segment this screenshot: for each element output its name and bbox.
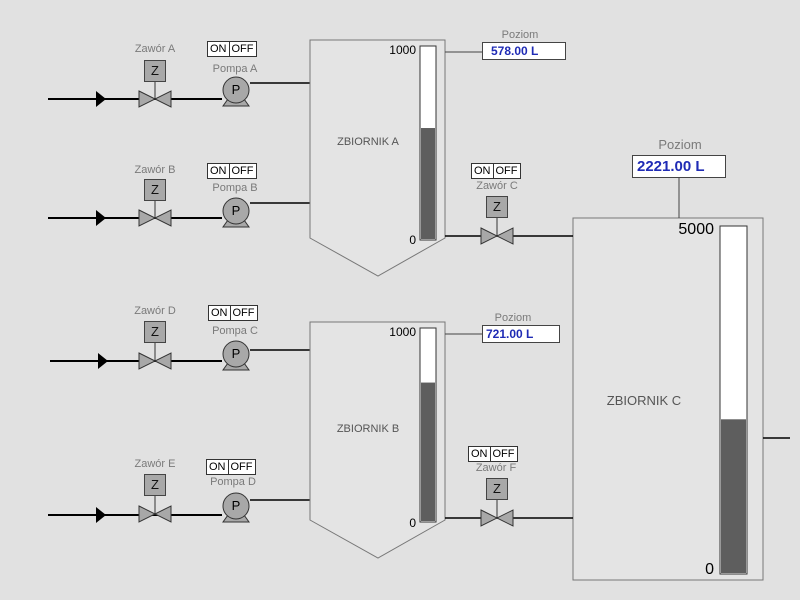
valve-b-actuator[interactable]: Z <box>144 179 166 201</box>
valve-b-body-icon <box>138 200 172 227</box>
valve-f-body-icon <box>480 500 514 527</box>
inlet-pipe-c <box>50 353 222 369</box>
tank-b-level-fill <box>421 382 435 521</box>
tank-c-scale-min: 0 <box>705 561 714 578</box>
inlet-pipe-b <box>48 210 222 226</box>
pump-d-switch: ON OFF <box>206 459 256 475</box>
pump-d-on-button[interactable]: ON <box>207 460 229 474</box>
pump-a-on-button[interactable]: ON <box>208 42 230 56</box>
valve-d-actuator[interactable]: Z <box>144 321 166 343</box>
valve-c-body-icon <box>480 218 514 245</box>
valve-f-on-button[interactable]: ON <box>469 447 491 461</box>
tank-b-name: ZBIORNIK B <box>336 423 400 435</box>
tank-c-level-fill <box>721 419 746 573</box>
tank-b-body <box>309 321 446 559</box>
tank-b-scale-max: 1000 <box>389 325 416 339</box>
valve-e-body-icon <box>138 496 172 523</box>
tank-a-name: ZBIORNIK A <box>337 136 399 148</box>
tank-a-level-value: 578.00 L <box>482 42 566 60</box>
pump-c-off-button[interactable]: OFF <box>232 307 255 319</box>
tank-c-level-title: Poziom <box>658 137 702 152</box>
valve-c-switch: ON OFF <box>471 163 521 179</box>
valve-c-off-button[interactable]: OFF <box>495 165 518 177</box>
valve-d-label: Zawór D <box>134 305 176 317</box>
valve-f-label: Zawór F <box>475 462 517 474</box>
tank-a-scale-min: 0 <box>409 233 416 247</box>
pump-b-icon <box>222 197 250 228</box>
tank-a-level-fill <box>421 128 435 239</box>
valve-f-actuator[interactable]: Z <box>486 478 508 500</box>
pump-b-switch: ON OFF <box>207 163 257 179</box>
valve-e-label: Zawór E <box>134 458 176 470</box>
pump-b-off-button[interactable]: OFF <box>231 165 254 177</box>
tank-b-level-title: Poziom <box>494 312 532 324</box>
valve-c-label: Zawór C <box>476 180 518 192</box>
flow-arrow-icon <box>98 353 108 369</box>
pump-c-on-button[interactable]: ON <box>209 306 231 320</box>
pump-a-letter: P <box>231 82 241 97</box>
valve-a-body-icon <box>138 82 172 108</box>
pump-d-label: Pompa D <box>210 476 256 488</box>
pump-a-label: Pompa A <box>212 63 258 75</box>
tank-c-name: ZBIORNIK C <box>606 393 682 408</box>
pump-d-icon <box>222 492 250 523</box>
pump-c-letter: P <box>231 346 241 361</box>
pump-d-letter: P <box>231 498 241 513</box>
valve-a-label: Zawór A <box>134 43 176 55</box>
valve-f-off-button[interactable]: OFF <box>492 448 515 460</box>
tank-a-body <box>309 39 446 277</box>
inlet-pipe-a <box>48 91 222 107</box>
flow-arrow-icon <box>96 91 106 107</box>
pump-b-label: Pompa B <box>212 182 258 194</box>
pump-c-label: Pompa C <box>212 325 258 337</box>
valve-e-actuator[interactable]: Z <box>144 474 166 496</box>
valve-d-body-icon <box>138 343 172 370</box>
inlet-pipe-d <box>48 507 222 523</box>
pump-d-off-button[interactable]: OFF <box>230 461 253 473</box>
flow-arrow-icon <box>96 507 106 523</box>
pump-c-switch: ON OFF <box>208 305 258 321</box>
tank-a-scale-max: 1000 <box>389 43 416 57</box>
pump-b-on-button[interactable]: ON <box>208 164 230 178</box>
flow-arrow-icon <box>96 210 106 226</box>
tank-c-scale-max: 5000 <box>678 221 714 238</box>
valve-b-label: Zawór B <box>134 164 176 176</box>
pump-a-icon <box>222 76 250 107</box>
valve-f-switch: ON OFF <box>468 446 518 462</box>
pump-c-icon <box>222 340 250 371</box>
tank-b-level-value: 721.00 L <box>482 325 560 343</box>
valve-c-on-button[interactable]: ON <box>472 164 494 178</box>
valve-c-actuator[interactable]: Z <box>486 196 508 218</box>
valve-a-actuator[interactable]: Z <box>144 60 166 82</box>
tank-a-level-title: Poziom <box>501 29 539 41</box>
pump-b-letter: P <box>231 203 241 218</box>
pump-a-off-button[interactable]: OFF <box>231 43 254 55</box>
pump-a-switch: ON OFF <box>207 41 257 57</box>
tank-c-level-value: 2221.00 L <box>632 155 726 178</box>
tank-b-scale-min: 0 <box>409 516 416 530</box>
